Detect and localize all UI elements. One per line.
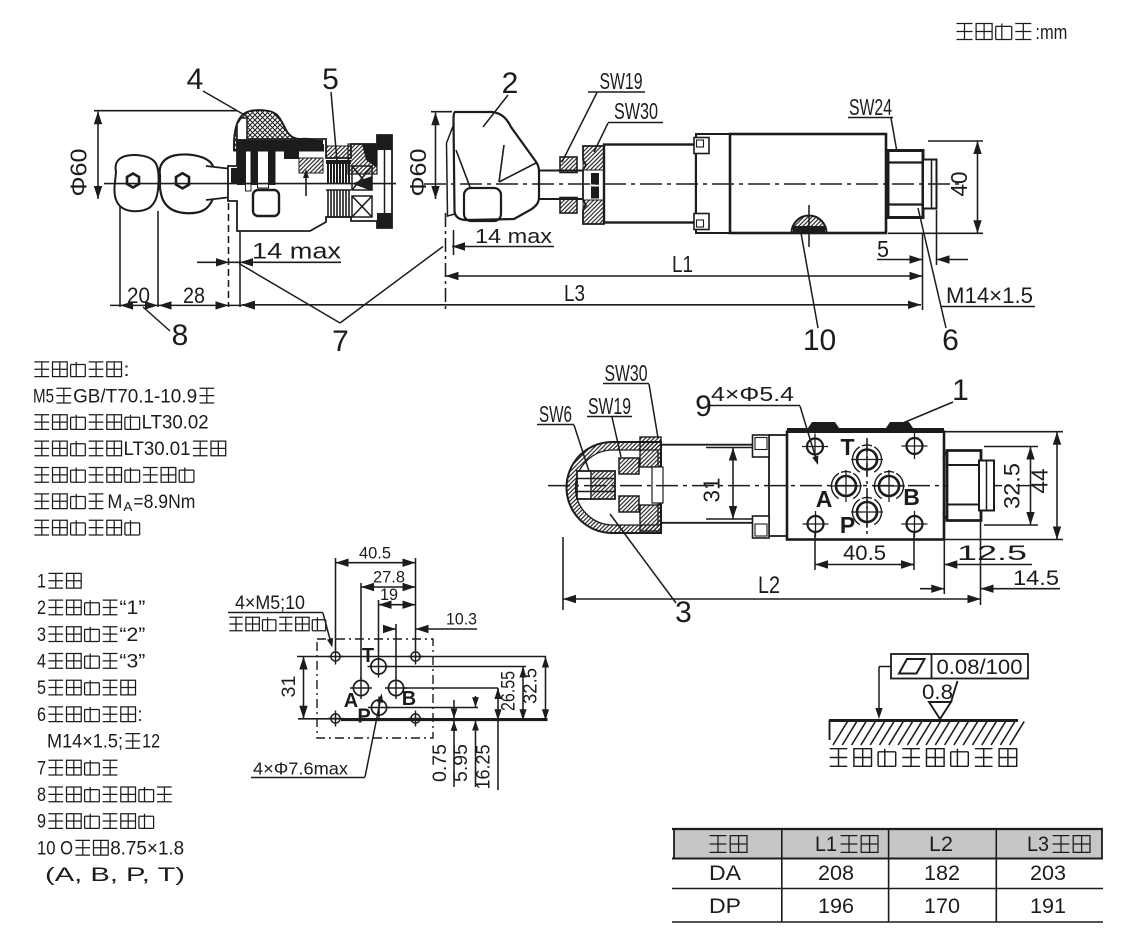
svg-text:GB/T70.1-10.9: GB/T70.1-10.9	[73, 386, 197, 407]
svg-text:10: 10	[803, 324, 836, 357]
svg-text:16.25: 16.25	[474, 745, 495, 790]
svg-text:1: 1	[952, 374, 969, 407]
svg-text:Φ60: Φ60	[66, 149, 92, 197]
svg-text:(A, B, P, T): (A, B, P, T)	[45, 865, 185, 886]
svg-text:5: 5	[322, 63, 339, 96]
svg-text:7: 7	[332, 325, 349, 358]
svg-text:10.3: 10.3	[446, 610, 477, 629]
svg-text:5: 5	[37, 678, 46, 699]
svg-text:44: 44	[1027, 468, 1053, 493]
svg-text:5.95: 5.95	[451, 744, 472, 782]
svg-text:SW19: SW19	[588, 393, 631, 419]
svg-text:=8.9Nm: =8.9Nm	[133, 492, 195, 513]
svg-text:27.8: 27.8	[373, 568, 405, 587]
svg-text:8: 8	[37, 785, 46, 806]
svg-text:12: 12	[142, 732, 160, 753]
svg-text:SW19: SW19	[600, 68, 643, 94]
svg-text:L1: L1	[815, 833, 837, 856]
svg-text:4: 4	[37, 652, 46, 673]
svg-text:L3: L3	[564, 280, 585, 306]
svg-text:8.75×1.8: 8.75×1.8	[110, 838, 184, 859]
svg-text:SW30: SW30	[614, 98, 658, 124]
svg-text:4×Φ7.6max: 4×Φ7.6max	[253, 759, 348, 779]
svg-text:170: 170	[924, 895, 960, 918]
svg-text:DA: DA	[709, 862, 741, 885]
svg-text:DP: DP	[709, 895, 741, 918]
svg-text:L2: L2	[758, 572, 780, 599]
svg-text:40.5: 40.5	[359, 544, 391, 563]
svg-text:M14×1.5;: M14×1.5;	[47, 732, 123, 753]
svg-text:208: 208	[818, 862, 854, 885]
svg-text::: :	[138, 705, 143, 726]
svg-text:31: 31	[699, 478, 725, 503]
svg-text:“2”: “2”	[119, 625, 145, 646]
svg-text:9: 9	[695, 390, 712, 423]
svg-text:2: 2	[37, 598, 46, 619]
svg-text:182: 182	[924, 862, 960, 885]
svg-text:9: 9	[37, 812, 46, 833]
svg-text:SW6: SW6	[539, 401, 572, 427]
svg-text:M14×1.5: M14×1.5	[946, 283, 1033, 308]
svg-text:B: B	[903, 484, 920, 510]
svg-text:14.5: 14.5	[1013, 567, 1059, 590]
svg-text:M: M	[107, 492, 122, 513]
svg-text:M5: M5	[33, 386, 54, 407]
svg-text:“3”: “3”	[119, 652, 145, 673]
svg-text:10 O: 10 O	[37, 838, 73, 859]
svg-text:P: P	[357, 706, 370, 728]
svg-text:191: 191	[1030, 895, 1066, 918]
svg-text:32.5: 32.5	[1000, 463, 1025, 509]
svg-text:LT30.01: LT30.01	[124, 439, 191, 460]
svg-text:5: 5	[877, 236, 889, 262]
svg-text:A: A	[816, 486, 833, 512]
svg-text:14 max: 14 max	[252, 239, 341, 264]
svg-text:40.5: 40.5	[843, 542, 886, 565]
svg-text:4×Φ5.4: 4×Φ5.4	[711, 384, 794, 406]
svg-text:Φ60: Φ60	[405, 149, 431, 197]
svg-text:0.08/100: 0.08/100	[937, 656, 1023, 679]
svg-text:19: 19	[380, 585, 398, 604]
svg-text:7: 7	[37, 758, 46, 779]
svg-text:0.75: 0.75	[430, 744, 451, 782]
svg-text::: :	[124, 360, 130, 381]
svg-text:3: 3	[675, 596, 692, 629]
svg-text:6: 6	[37, 705, 46, 726]
svg-text:SW24: SW24	[849, 94, 892, 120]
svg-text:SW30: SW30	[605, 360, 648, 386]
svg-text:28: 28	[183, 283, 205, 308]
svg-text:3: 3	[37, 625, 46, 646]
svg-text:26.55: 26.55	[499, 671, 520, 711]
svg-text:0.8: 0.8	[922, 681, 953, 704]
svg-text:P: P	[840, 512, 855, 538]
svg-text:31: 31	[279, 676, 300, 698]
svg-text:A: A	[123, 499, 132, 514]
svg-text:6: 6	[942, 324, 959, 357]
svg-text:12.5: 12.5	[957, 542, 1027, 565]
svg-text:1: 1	[37, 571, 46, 592]
svg-text:L1: L1	[672, 251, 693, 277]
svg-text:196: 196	[818, 895, 854, 918]
svg-text:L3: L3	[1027, 833, 1049, 856]
svg-text:“1”: “1”	[119, 598, 145, 619]
svg-text:A: A	[344, 690, 358, 712]
svg-text:32.5: 32.5	[521, 668, 542, 704]
svg-text:8: 8	[172, 319, 189, 352]
svg-text:203: 203	[1030, 862, 1066, 885]
svg-text:4×M5;10: 4×M5;10	[235, 593, 305, 614]
svg-text:40: 40	[946, 172, 972, 197]
svg-text:20: 20	[127, 283, 150, 308]
svg-text:LT30.02: LT30.02	[142, 413, 209, 434]
svg-text:2: 2	[502, 67, 519, 100]
svg-text:B: B	[402, 688, 416, 710]
svg-text::mm: :mm	[1035, 22, 1067, 44]
svg-text:T: T	[840, 434, 854, 460]
svg-text:14 max: 14 max	[475, 226, 552, 248]
svg-text:L2: L2	[929, 833, 953, 856]
svg-text:4: 4	[187, 63, 204, 96]
